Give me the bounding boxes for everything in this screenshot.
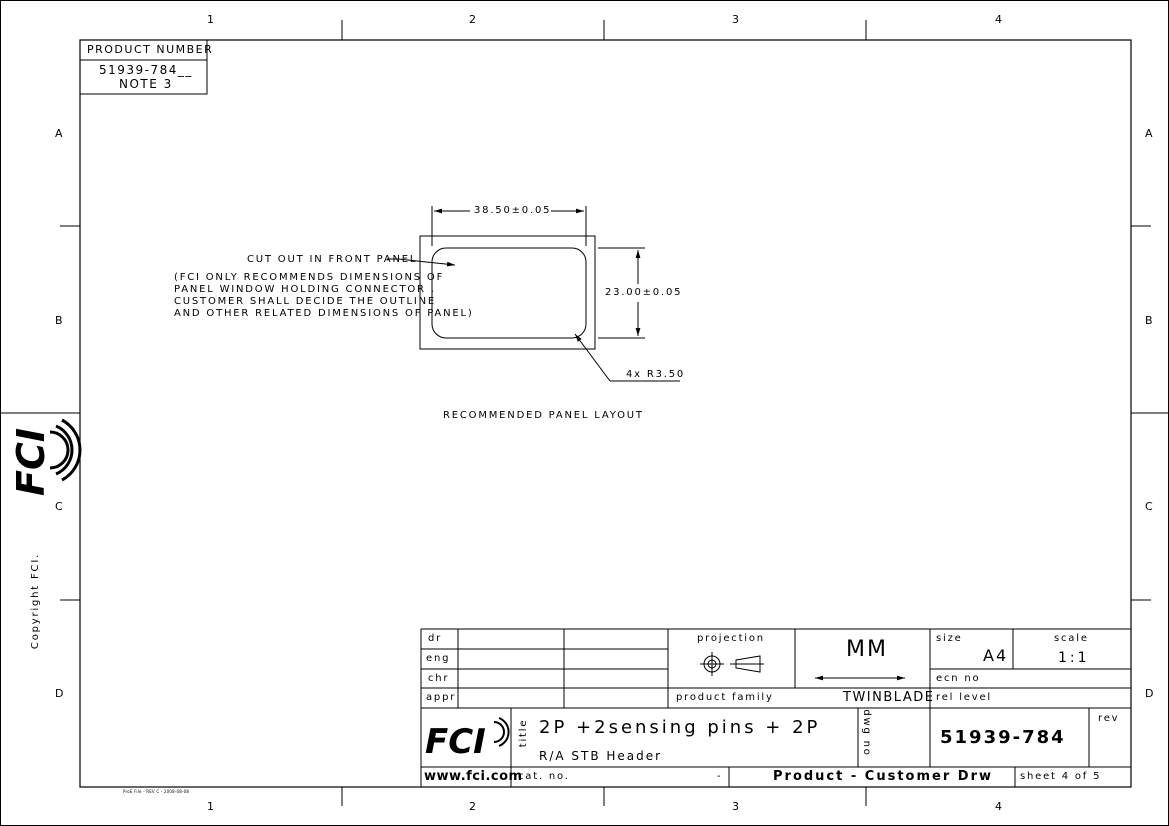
zone-row-c-left: C bbox=[55, 500, 65, 513]
fci-logo-icon: FCI bbox=[425, 717, 510, 762]
drawing-caption: RECOMMENDED PANEL LAYOUT bbox=[443, 410, 644, 421]
sheet-number: sheet 4 of 5 bbox=[1020, 771, 1102, 782]
product-number-box bbox=[79, 39, 208, 95]
note-line-3: CUSTOMER SHALL DECIDE THE OUTLINE bbox=[174, 296, 437, 307]
title-line-1: 2P +2sensing pins + 2P bbox=[539, 717, 821, 738]
third-angle-projection-icon bbox=[700, 652, 764, 676]
eng-label: eng bbox=[426, 653, 451, 664]
zone-row-d-left: D bbox=[55, 687, 65, 700]
website-link[interactable]: www.fci.com bbox=[424, 769, 523, 784]
zone-ticks bbox=[0, 20, 1168, 806]
product-number-value: 51939-784__ bbox=[99, 63, 193, 77]
projection-label: projection bbox=[697, 633, 765, 644]
zone-row-a-left: A bbox=[55, 127, 65, 140]
dwg-no-label: dwg no bbox=[861, 709, 872, 757]
cutout-window bbox=[431, 247, 587, 339]
width-dimension: 38.50±0.05 bbox=[474, 205, 552, 216]
note-line-1: (FCI ONLY RECOMMENDS DIMENSIONS OF bbox=[174, 272, 445, 283]
scale-value: 1:1 bbox=[1058, 650, 1090, 666]
doc-type: Product - Customer Drw bbox=[773, 769, 993, 784]
zone-col-1-top: 1 bbox=[207, 13, 216, 26]
chr-label: chr bbox=[428, 673, 450, 684]
size-label: size bbox=[936, 633, 963, 644]
side-fci-logo-icon: FCI bbox=[9, 428, 53, 496]
note-line-4: AND OTHER RELATED DIMENSIONS OF PANEL) bbox=[174, 308, 474, 319]
zone-col-2-bottom: 2 bbox=[469, 800, 478, 813]
zone-col-3-top: 3 bbox=[732, 13, 741, 26]
note-line-2: PANEL WINDOW HOLDING CONNECTOR , bbox=[174, 284, 436, 295]
zone-row-a-right: A bbox=[1145, 127, 1155, 140]
zone-row-d-right: D bbox=[1145, 687, 1155, 700]
title-line-2: R/A STB Header bbox=[539, 749, 663, 763]
ecn-no-label: ecn no bbox=[936, 673, 981, 684]
svg-text:FCI: FCI bbox=[425, 722, 486, 762]
cat-no-value: - bbox=[717, 771, 723, 782]
size-value: A4 bbox=[983, 646, 1009, 665]
side-signal-arcs-icon bbox=[49, 418, 82, 482]
zone-col-2-top: 2 bbox=[469, 13, 478, 26]
cutout-label: CUT OUT IN FRONT PANEL bbox=[247, 254, 418, 265]
dwg-no-value: 51939-784 bbox=[940, 727, 1066, 748]
zone-col-4-top: 4 bbox=[995, 13, 1004, 26]
title-label: title bbox=[518, 718, 529, 748]
zone-col-1-bottom: 1 bbox=[207, 800, 216, 813]
product-family-value: TWINBLADE bbox=[843, 690, 935, 705]
product-family-label: product family bbox=[676, 692, 774, 703]
zone-col-3-bottom: 3 bbox=[732, 800, 741, 813]
product-number-header: PRODUCT NUMBER bbox=[87, 43, 214, 56]
dr-label: dr bbox=[428, 633, 443, 644]
proe-file-note: ProE File - REV C - 2008-08-08 bbox=[123, 789, 190, 794]
panel-drawing bbox=[387, 206, 680, 382]
rel-level-label: rel level bbox=[936, 692, 992, 703]
appr-label: appr bbox=[426, 692, 457, 703]
svg-text:FCI: FCI bbox=[9, 428, 53, 496]
rev-label: rev bbox=[1098, 713, 1120, 724]
product-number-note: NOTE 3 bbox=[119, 77, 173, 91]
radius-dimension: 4x R3.50 bbox=[626, 369, 686, 380]
title-block bbox=[420, 628, 1132, 788]
zone-row-c-right: C bbox=[1145, 500, 1155, 513]
cat-no-label: cat. no. bbox=[518, 771, 570, 782]
zone-col-4-bottom: 4 bbox=[995, 800, 1004, 813]
height-dimension: 23.00±0.05 bbox=[605, 287, 683, 298]
zone-row-b-right: B bbox=[1145, 314, 1155, 327]
scale-label: scale bbox=[1054, 633, 1089, 644]
panel-outline bbox=[419, 235, 596, 350]
units-value: MM bbox=[846, 637, 888, 662]
copyright-text: Copyright FCI. bbox=[30, 552, 41, 650]
zone-row-b-left: B bbox=[55, 314, 65, 327]
